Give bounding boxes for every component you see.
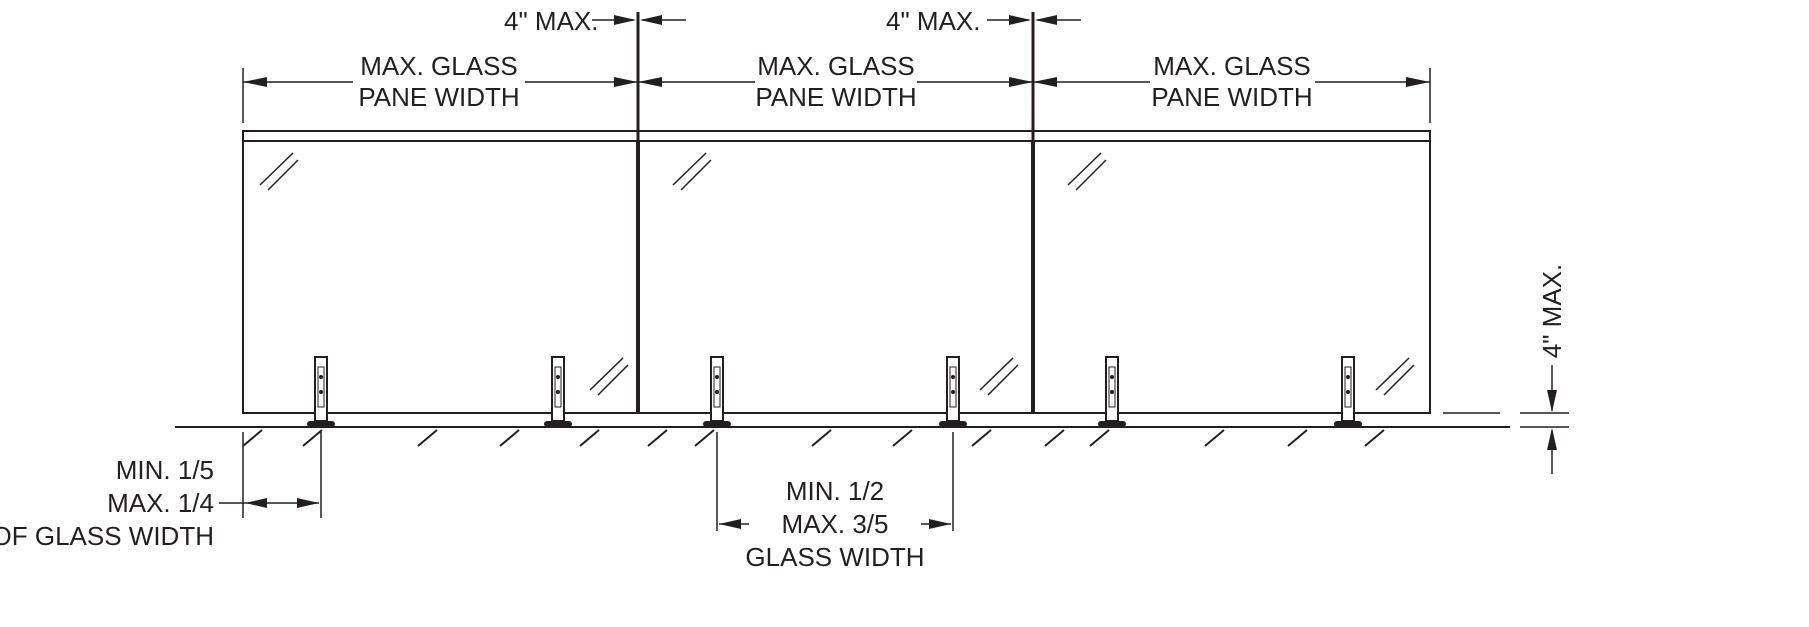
spigot [939,356,967,427]
label-pane-width-center-1: MAX. GLASS [757,51,915,81]
label-edge-offset-2: MAX. 1/4 [107,488,214,518]
glass-pane-right [1033,140,1431,414]
floor-hatching [242,429,1385,447]
label-pane-width-center-2: PANE WIDTH [755,82,916,112]
dimension-spigot-spacing [716,432,954,531]
label-edge-offset-3: OF GLASS WIDTH [0,521,214,551]
spigot [544,356,572,427]
spigot [1098,356,1126,427]
top-rail [242,130,1431,142]
label-spacing-1: MIN. 1/2 [786,476,884,506]
dimension-gap-bottom [1443,365,1569,474]
label-gap-top-right: 4" MAX. [886,6,980,36]
dimension-pane-width [242,68,1431,123]
label-spacing-2: MAX. 3/5 [782,509,889,539]
spigot [307,356,335,427]
label-pane-width-left-2: PANE WIDTH [358,82,519,112]
label-edge-offset-1: MIN. 1/5 [116,455,214,485]
glass-reflection-marks [259,152,1415,396]
dimension-edge-offset [219,432,322,518]
label-gap-top-left: 4" MAX. [504,6,598,36]
spigot [1334,356,1362,427]
label-pane-width-right-1: MAX. GLASS [1153,51,1311,81]
dimension-gap-top [592,15,1081,25]
glass-pane-center [638,140,1033,414]
glass-pane-left [242,140,638,414]
label-pane-width-right-2: PANE WIDTH [1151,82,1312,112]
label-pane-width-left-1: MAX. GLASS [360,51,518,81]
spigot [703,356,731,427]
label-spacing-3: GLASS WIDTH [745,542,924,572]
label-gap-bottom-vertical: 4" MAX. [1537,264,1567,358]
